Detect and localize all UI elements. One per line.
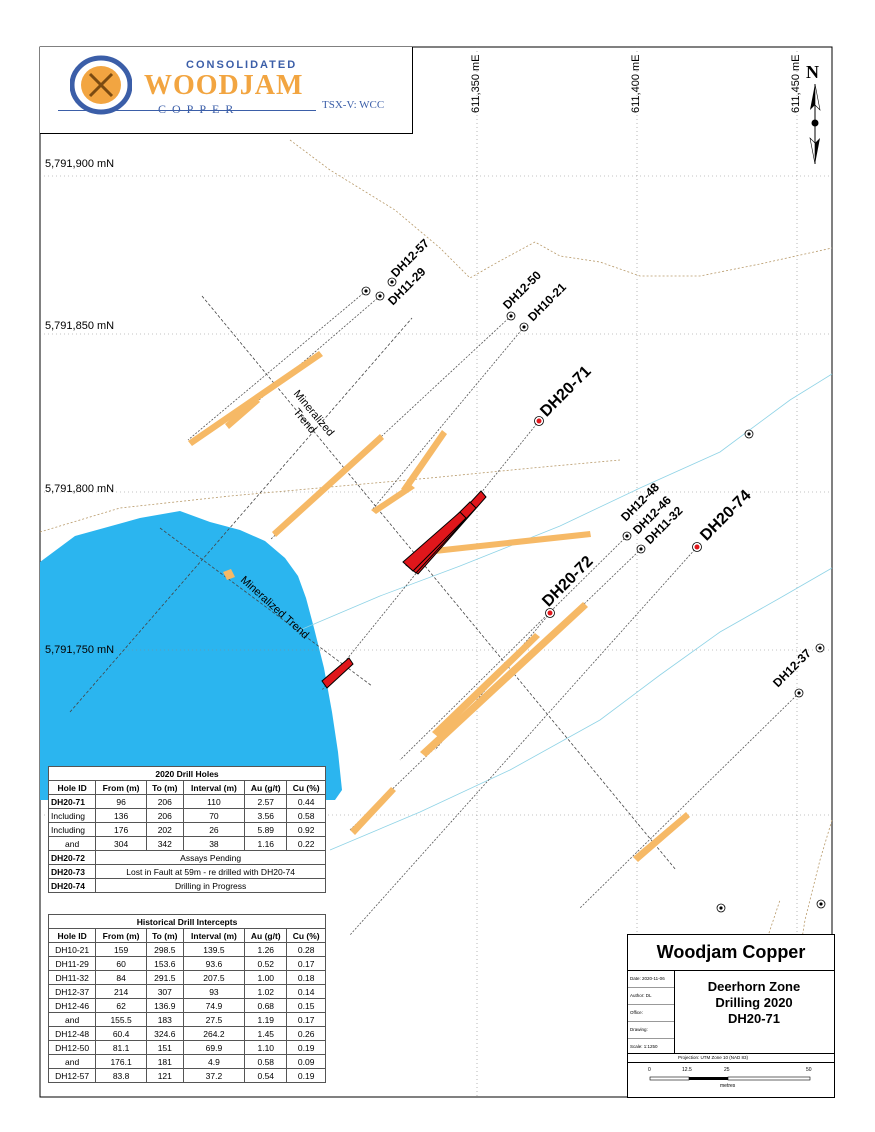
historical-table: Historical Drill Intercepts Hole ID From… (47, 914, 326, 1083)
column-header: Cu (%) (286, 780, 326, 795)
scale-tick: 50 (806, 1067, 812, 1073)
scale-tick: 12.5 (682, 1067, 692, 1073)
northing-label: 5,791,750 mN (45, 644, 115, 656)
meta-author: Author: DL (628, 988, 674, 1005)
meta-scale: Scale: 1:1250 (630, 1044, 658, 1049)
column-header: Hole ID (47, 780, 97, 795)
easting-label: 611,400 mE (630, 54, 642, 113)
drill-2020-table: 2020 Drill Holes Hole ID From (m) To (m)… (47, 766, 326, 893)
column-header: Au (g/t) (244, 780, 288, 795)
title-block: Woodjam Copper Date: 2020-11-06 Author: … (627, 934, 835, 1098)
column-header: To (m) (145, 928, 184, 943)
column-header: Cu (%) (286, 928, 326, 943)
grid-lines (40, 47, 832, 1097)
map-title-line: Drilling 2020 (715, 995, 793, 1010)
easting-label: 611,350 mE (470, 54, 482, 113)
northing-label: 5,791,800 mN (45, 483, 115, 495)
north-arrow-icon (809, 83, 821, 165)
table-title: Historical Drill Intercepts (48, 914, 326, 929)
northing-label: 5,791,900 mN (45, 158, 115, 170)
meta-office: Office: (628, 1005, 674, 1022)
scale-bar: 0 12.5 25 50 metres (628, 1062, 834, 1098)
meta-date: Date: 2020-11-06 (628, 971, 674, 988)
intercepts (188, 351, 690, 862)
table-title: 2020 Drill Holes (48, 766, 326, 781)
column-header: Interval (m) (182, 780, 246, 795)
column-header: Interval (m) (182, 928, 246, 943)
column-header: Au (g/t) (244, 928, 288, 943)
projection-text: Projection: UTM Zone 10 (NAD 83) (628, 1053, 834, 1062)
trend-lines (69, 295, 677, 871)
map-title: Deerhorn Zone Drilling 2020 DH20-71 (675, 979, 833, 1027)
north-label: N (806, 62, 819, 82)
column-header: To (m) (145, 780, 184, 795)
column-header: From (m) (95, 928, 147, 943)
collars (361, 277, 826, 913)
intercepts-2020 (321, 490, 487, 689)
northing-label: 5,791,850 mN (45, 320, 115, 332)
logo-copper: COPPER (158, 102, 240, 116)
logo-consolidated: CONSOLIDATED (186, 59, 298, 71)
logo-underline (58, 110, 316, 111)
woodjam-logo-icon (70, 55, 132, 115)
lake (40, 511, 342, 800)
column-header: Hole ID (47, 928, 97, 943)
column-header: From (m) (95, 780, 147, 795)
title-block-meta: Date: 2020-11-06 Author: DL Office: Draw… (628, 971, 675, 1053)
scale-unit: metres (720, 1083, 736, 1089)
scale-tick: 0 (648, 1067, 651, 1073)
map-title-line: DH20-71 (727, 1011, 781, 1026)
easting-label: 611,450 mE (790, 54, 802, 113)
scale-bar-graphic (649, 1076, 811, 1081)
scale-tick: 25 (724, 1067, 730, 1073)
projection-label: Projection: UTM Zone 10 (NAD 83) (678, 1055, 749, 1060)
logo-exchange: TSX-V: WCC (322, 99, 385, 111)
meta-drawing: Drawing: (628, 1022, 674, 1039)
title-block-heading: Woodjam Copper (628, 935, 834, 971)
map-title-line: Deerhorn Zone (707, 979, 801, 994)
logo-woodjam: WOODJAM (144, 70, 304, 101)
logo-panel: CONSOLIDATED WOODJAM COPPER TSX-V: WCC (40, 47, 413, 134)
